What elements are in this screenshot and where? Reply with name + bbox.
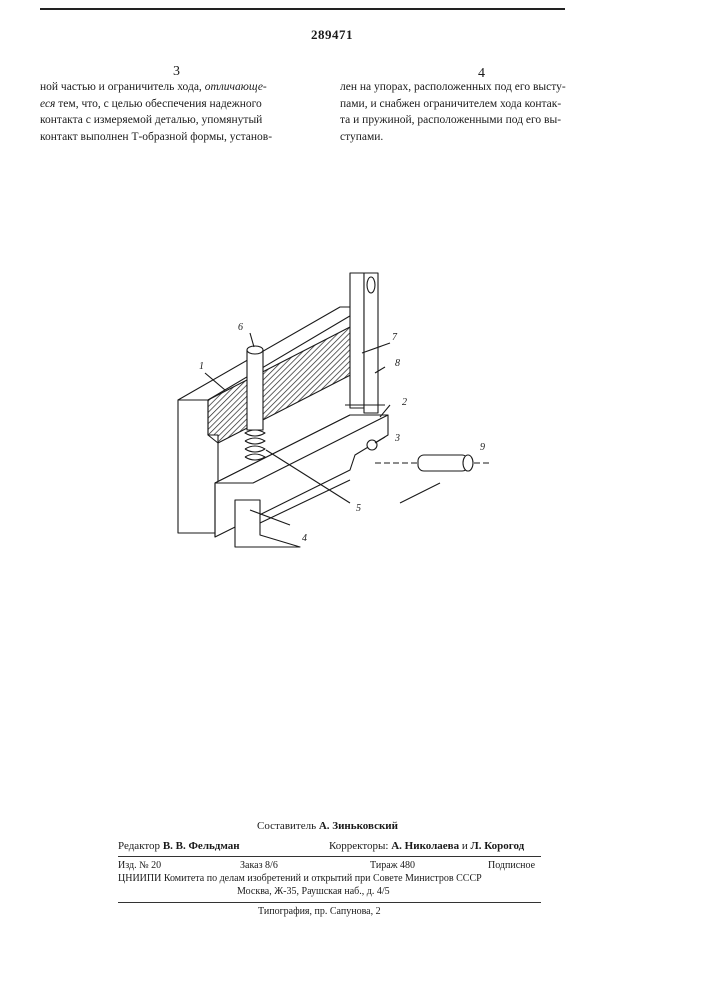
left-line-4: контакт выполнен Т-образной формы, устан… [40,129,320,146]
left-line-2-italic: еся [40,98,55,110]
rod-6-top [247,346,263,354]
left-line-3: контакта с измеряемой деталью, упомянуты… [40,112,320,129]
bar-7 [350,273,364,408]
printer-line: Типография, пр. Сапунова, 2 [258,906,381,917]
left-line-1-text: ной частью и ограничитель хода, [40,81,205,93]
right-line-1: лен на упорах, расположенных под его выс… [340,79,547,96]
label-2: 2 [402,397,407,408]
correctors-and: и [462,840,468,852]
right-line-2: пами, и снабжен ограничителем хода конта… [340,96,547,113]
order-number: Заказ 8/6 [240,860,278,871]
label-5: 5 [356,503,361,514]
left-line-2: еся тем, что, с целью обеспечения надежн… [40,96,320,113]
izd-number: Изд. № 20 [118,860,161,871]
technical-drawing: 1 2 3 4 5 6 7 8 9 [150,255,550,560]
corrector-name-1: А. Николаева [391,840,459,852]
rod-6 [247,350,263,430]
compiler-label: Составитель [257,820,316,832]
part-9 [418,455,468,471]
label-3: 3 [394,433,400,444]
corrector-name-2: Л. Корогод [471,840,525,852]
left-line-1-italic: отличающе- [205,81,267,93]
top-rule [40,8,565,10]
left-column-text: ной частью и ограничитель хода, отличающ… [40,79,320,145]
label-9: 9 [480,442,485,453]
colophon-rule-2 [118,902,541,903]
correctors-label: Корректоры: [329,840,388,852]
label-6: 6 [238,322,243,333]
bar-8 [364,273,378,413]
org-line-1: ЦНИИПИ Комитета по делам изобретений и о… [118,873,482,884]
left-line-2-text: тем, что, с целью обеспечения надежного [55,98,261,110]
editor-name: В. В. Фельдман [163,840,240,852]
circulation: Тираж 480 [370,860,415,871]
left-column-number: 3 [173,64,180,80]
label-7: 7 [392,332,398,343]
org-line-2: Москва, Ж-35, Раушская наб., д. 4/5 [237,886,390,897]
left-line-1: ной частью и ограничитель хода, отличающ… [40,79,320,96]
editor-label: Редактор [118,840,160,852]
label-8: 8 [395,358,400,369]
spring [245,430,265,460]
screw-3 [367,440,377,450]
right-column-text: лен на упорах, расположенных под его выс… [340,79,547,145]
compiler-line: Составитель А. Зиньковский [257,820,398,832]
label-1: 1 [199,361,204,372]
subscription: Подписное [488,860,535,871]
right-line-3: та и пружиной, расположенными под его вы… [340,112,547,129]
colophon-rule-1 [118,856,541,857]
label-4: 4 [302,533,307,544]
patent-number: 289471 [311,27,353,43]
correctors-line: Корректоры: А. Николаева и Л. Корогод [329,840,524,852]
editor-line: Редактор В. В. Фельдман [118,840,240,852]
compiler-name: А. Зиньковский [319,820,398,832]
right-line-4: ступами. [340,129,547,146]
drawing-svg: 1 2 3 4 5 6 7 8 9 [150,255,550,560]
